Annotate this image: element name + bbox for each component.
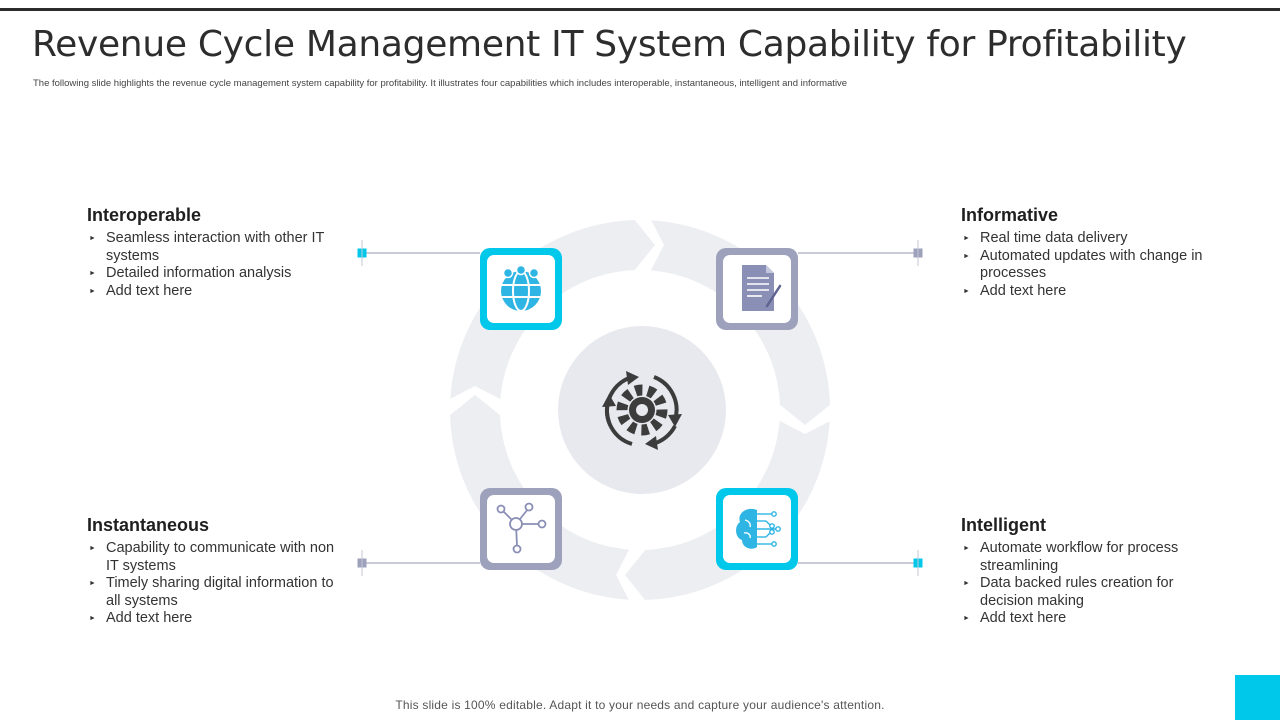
page-subtitle: The following slide highlights the reven… bbox=[33, 78, 848, 89]
capability-heading: Interoperable bbox=[87, 205, 202, 225]
capability-informative: Informative ►Real time data delivery ►Au… bbox=[961, 205, 1221, 300]
capability-list: ►Real time data delivery ►Automated upda… bbox=[961, 230, 1221, 300]
connector-interoperable bbox=[357, 240, 480, 266]
tile-instantaneous bbox=[480, 488, 562, 570]
list-item: ►Add text here bbox=[963, 282, 1067, 299]
connector-informative bbox=[798, 240, 923, 266]
document-pen-icon bbox=[742, 265, 782, 311]
bullet-icon: ► bbox=[89, 615, 96, 622]
globe-people-icon bbox=[501, 264, 541, 312]
list-item: ►Add text here bbox=[89, 610, 193, 626]
bullet-icon: ► bbox=[89, 235, 96, 242]
list-item: ►Seamless interaction with other IT syst… bbox=[89, 230, 325, 264]
capability-heading: Informative bbox=[961, 205, 1059, 225]
footer-note: This slide is 100% editable. Adapt it to… bbox=[395, 698, 885, 712]
bullet-icon: ► bbox=[89, 545, 96, 552]
gear-cycle-icon bbox=[602, 371, 682, 450]
capability-heading: Instantaneous bbox=[87, 515, 210, 535]
tile-intelligent bbox=[716, 488, 798, 570]
list-item: ►Data backed rules creation for decision… bbox=[963, 575, 1174, 609]
bullet-icon: ► bbox=[89, 580, 96, 587]
cycle-ring bbox=[444, 214, 836, 606]
bullet-icon: ► bbox=[963, 615, 970, 622]
capability-list: ►Capability to communicate with non IT s… bbox=[87, 540, 347, 628]
network-nodes-icon bbox=[496, 502, 547, 554]
tile-informative bbox=[716, 248, 798, 330]
bullet-icon: ► bbox=[963, 252, 970, 260]
bullet-icon: ► bbox=[963, 580, 970, 587]
capability-list: ►Automate workflow for process streamlin… bbox=[961, 540, 1221, 628]
capability-heading: Intelligent bbox=[961, 515, 1046, 535]
connector-instantaneous bbox=[357, 550, 480, 576]
brain-circuit-icon bbox=[736, 508, 781, 549]
list-item: ►Add text here bbox=[963, 610, 1067, 626]
capability-instantaneous: Instantaneous ►Capability to communicate… bbox=[87, 515, 347, 628]
capability-list: ►Seamless interaction with other IT syst… bbox=[87, 230, 347, 300]
top-rule bbox=[0, 8, 1280, 11]
list-item: ►Automated updates with change in proces… bbox=[963, 247, 1203, 282]
capability-intelligent: Intelligent ►Automate workflow for proce… bbox=[961, 515, 1221, 628]
bullet-icon: ► bbox=[963, 287, 970, 295]
list-item: ►Capability to communicate with non IT s… bbox=[89, 540, 335, 574]
list-item: ►Real time data delivery bbox=[963, 230, 1128, 246]
bullet-icon: ► bbox=[963, 235, 970, 242]
list-item: ►Detailed information analysis bbox=[89, 265, 292, 281]
list-item: ►Timely sharing digital information to a… bbox=[89, 575, 334, 609]
connector-intelligent bbox=[798, 550, 923, 576]
list-item: ►Add text here bbox=[89, 282, 193, 299]
list-item: ►Automate workflow for process streamlin… bbox=[963, 540, 1179, 574]
bullet-icon: ► bbox=[89, 287, 96, 295]
bullet-icon: ► bbox=[963, 545, 970, 552]
capability-interoperable: Interoperable ►Seamless interaction with… bbox=[87, 205, 347, 300]
page-title: Revenue Cycle Management IT System Capab… bbox=[32, 24, 1187, 65]
corner-accent bbox=[1235, 675, 1280, 720]
bullet-icon: ► bbox=[89, 270, 96, 277]
tile-interoperable bbox=[480, 248, 562, 330]
